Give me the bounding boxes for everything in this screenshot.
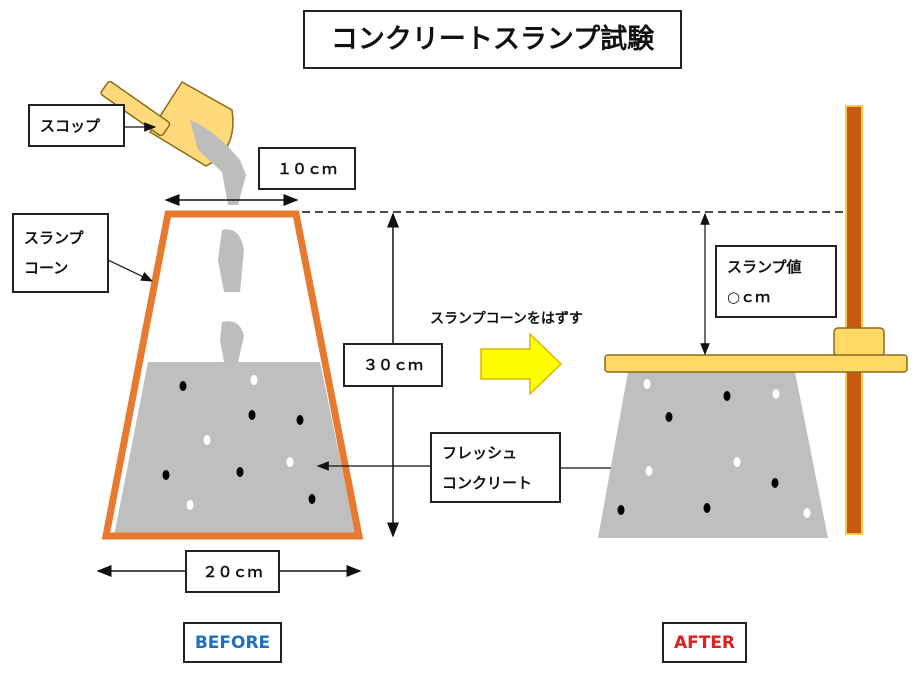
slumped-concrete (598, 372, 828, 538)
measuring-plate (604, 354, 908, 373)
height-text: ３０ｃｍ (362, 356, 423, 374)
pole-block (833, 327, 885, 357)
pouring-concrete (190, 120, 246, 205)
top-width-label: １０ｃｍ (258, 147, 356, 190)
yellow-arrow-icon (480, 332, 563, 396)
scoop-label: スコップ (28, 104, 125, 147)
aggregate-dots (162, 375, 316, 510)
scoop-label-text: スコップ (40, 116, 101, 135)
before-label: BEFORE (183, 622, 282, 663)
slump-value-label: スランプ値 ○ｃｍ (715, 245, 837, 318)
bottom-width-text: ２０ｃｍ (202, 562, 263, 581)
page-title: コンクリートスランプ試験 (303, 10, 682, 69)
cone-pointer (107, 259, 154, 282)
slump-label-line2: ○ｃｍ (727, 287, 771, 306)
slump-label-line1: スランプ値 (727, 257, 802, 276)
title-text: コンクリートスランプ試験 (330, 23, 655, 55)
cone-label-line2: コーン (24, 259, 69, 277)
height-label: ３０ｃｍ (343, 343, 443, 387)
top-width-text: １０ｃｍ (276, 159, 337, 178)
falling-concrete-2 (220, 321, 244, 362)
fresh-concrete-label: フレッシュコンクリート (430, 432, 561, 503)
bottom-width-label: ２０ｃｍ (185, 550, 280, 593)
remove-cone-label: スランプコーンをはずす (430, 311, 583, 327)
cone-label-line1: スランプ (24, 229, 84, 247)
concrete-label-line1: フレッシュ (442, 443, 518, 462)
cone-label: スランプコーン (12, 213, 109, 293)
measuring-pole (845, 105, 863, 535)
slump-cone (101, 210, 364, 540)
before-text: BEFORE (194, 632, 271, 653)
after-label: AFTER (662, 622, 747, 663)
after-text: AFTER (673, 632, 736, 653)
concrete-label-line2: コンクリート (442, 473, 533, 492)
falling-concrete-1 (218, 229, 244, 292)
aggregate-dots-after (617, 379, 811, 518)
concrete-in-cone (114, 362, 356, 536)
